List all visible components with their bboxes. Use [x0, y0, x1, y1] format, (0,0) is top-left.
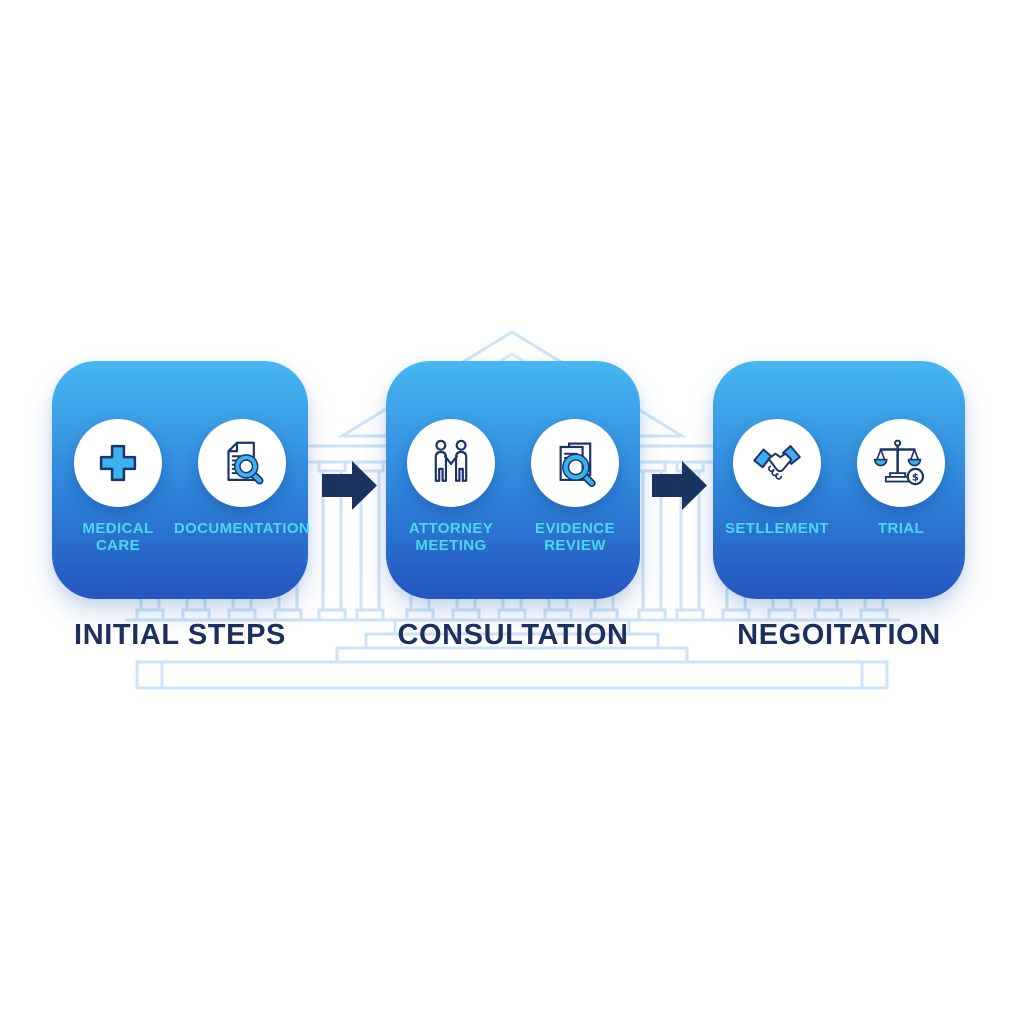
- step-settlement: SETLLEMENT: [722, 419, 832, 599]
- step-documentation: DOCUMENTATION: [174, 419, 310, 599]
- scales-of-justice-icon: $: [874, 439, 925, 486]
- stage-initial-steps: MEDICAL CARE: [52, 361, 310, 652]
- stage-card: SETLLEMENT: [713, 361, 965, 599]
- step-trial: $ TRIAL: [846, 419, 956, 599]
- stage-title: NEGOITATION: [737, 619, 941, 651]
- step-label: MEDICAL CARE: [82, 520, 154, 555]
- stage-negotiation: SETLLEMENT: [713, 361, 965, 652]
- icon-circle: [733, 419, 821, 507]
- icon-circle: [531, 419, 619, 507]
- icon-circle: [407, 419, 495, 507]
- step-label: SETLLEMENT: [725, 520, 829, 537]
- flow-arrow-icon: [652, 461, 707, 510]
- document-search-icon: [227, 441, 264, 485]
- stage-title: CONSULTATION: [397, 619, 629, 651]
- step-label: ATTORNEY MEETING: [408, 520, 494, 555]
- evidence-search-icon: [559, 442, 596, 488]
- step-label: TRIAL: [877, 520, 925, 537]
- icon-circle: [74, 419, 162, 507]
- step-label: EVIDENCE REVIEW: [535, 520, 615, 555]
- people-meeting-icon: [434, 439, 468, 482]
- step-medical-care: MEDICAL CARE: [63, 419, 173, 599]
- medical-cross-icon: [99, 444, 137, 482]
- step-attorney-meeting: ATTORNEY MEETING: [396, 419, 506, 599]
- dollar-sign: $: [912, 472, 919, 483]
- stage-card: ATTORNEY MEETING: [386, 361, 640, 599]
- step-evidence-review: EVIDENCE REVIEW: [520, 419, 630, 599]
- step-label: DOCUMENTATION: [173, 520, 311, 537]
- icon-circle: $: [857, 419, 945, 507]
- stage-card: MEDICAL CARE: [52, 361, 310, 599]
- flow-arrow-icon: [322, 461, 377, 510]
- stage-title: INITIAL STEPS: [74, 619, 286, 651]
- icon-circle: [198, 419, 286, 507]
- handshake-icon: [753, 445, 801, 480]
- stage-consultation: ATTORNEY MEETING: [386, 361, 640, 652]
